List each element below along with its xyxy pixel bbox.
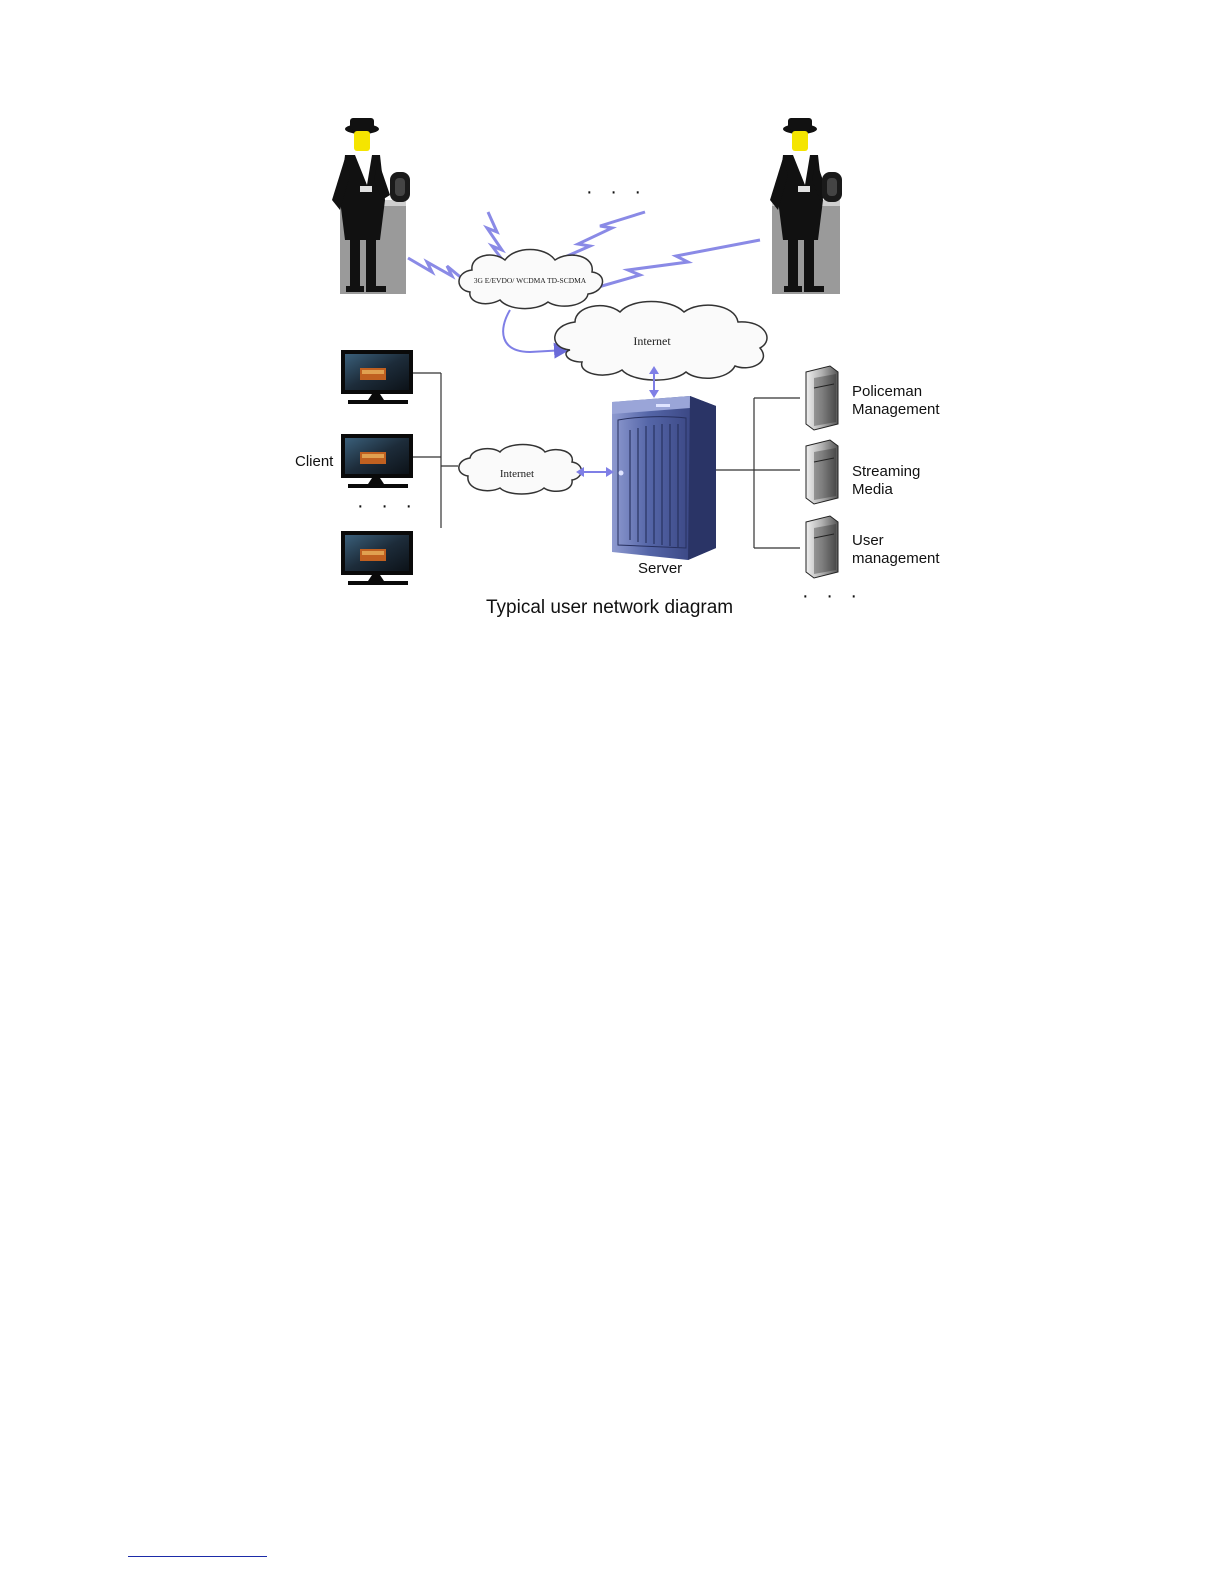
- service-2-line2: Media: [852, 481, 894, 498]
- service-bracket-lines: [716, 398, 800, 548]
- diagram-title: Typical user network diagram: [486, 597, 733, 618]
- services-ellipsis: · · ·: [802, 585, 863, 607]
- client-label: Client: [295, 453, 334, 470]
- internet-left-cloud: Internet: [459, 445, 582, 495]
- server-label: Server: [638, 560, 682, 577]
- service-3-line1: User: [852, 532, 884, 549]
- internet-top-cloud: Internet: [555, 302, 767, 381]
- policeman-left-icon: [332, 118, 410, 294]
- internet-left-server-link: [576, 467, 614, 477]
- client-monitor-1-icon: [341, 350, 413, 404]
- user-management-server-icon: [806, 516, 838, 578]
- service-2-line1: Streaming: [852, 463, 920, 480]
- internet-top-label: Internet: [633, 334, 671, 348]
- clients-ellipsis: · · ·: [357, 495, 418, 517]
- policeman-management-server-icon: [806, 366, 838, 430]
- streaming-media-server-icon: [806, 440, 838, 504]
- service-1-line1: Policeman: [852, 383, 922, 400]
- policeman-right-icon: [770, 118, 842, 294]
- policemen-ellipsis: · · ·: [586, 181, 647, 203]
- mobile-network-label: 3G E/EVDO/ WCDMA TD-SCDMA: [474, 276, 587, 285]
- footnote-rule: [128, 1556, 267, 1557]
- service-1-line2: Management: [852, 401, 940, 418]
- client-monitor-2-icon: [341, 434, 413, 488]
- mobile-network-cloud: 3G E/EVDO/ WCDMA TD-SCDMA: [459, 250, 603, 309]
- service-3-line2: management: [852, 550, 940, 567]
- internet-left-label: Internet: [500, 468, 534, 480]
- server-icon: [612, 396, 716, 560]
- client-monitor-3-icon: [341, 531, 413, 585]
- client-bracket-lines: [413, 373, 458, 528]
